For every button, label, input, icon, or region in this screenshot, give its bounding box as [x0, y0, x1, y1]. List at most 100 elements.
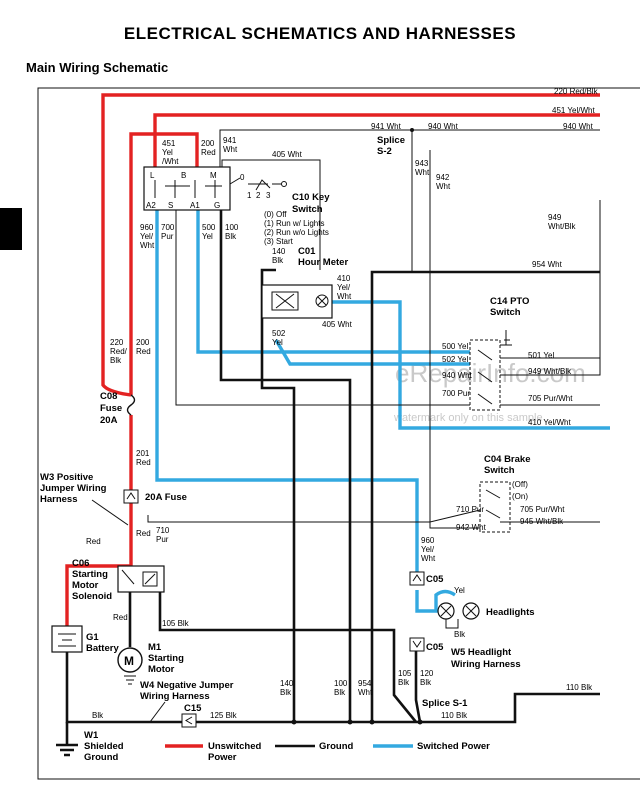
wire-502-yel: [274, 339, 470, 366]
key-switch-rotary-symbol: [229, 177, 282, 191]
label-960b: Yel/: [140, 232, 154, 241]
wire-942-wht: [429, 150, 480, 529]
label-red-2: Red: [136, 529, 151, 538]
headlights-ground-lead: [445, 619, 459, 629]
brake-label-2: Switch: [484, 465, 515, 476]
key-number-0: 0: [240, 173, 245, 182]
fuse-20a-label: 20A Fuse: [145, 492, 187, 503]
label-945r: 945 Wht/Blk: [520, 517, 564, 526]
key-terminal-a1: A1: [190, 201, 200, 210]
wire-960-yel-wht: [155, 210, 419, 572]
label-410c: Wht: [337, 292, 352, 301]
fuse-c08-label-1: C08: [100, 391, 117, 402]
label-705b: 705 Pur/Wht: [520, 505, 565, 514]
label-220b: Red/: [110, 347, 128, 356]
label-red-3: Red: [113, 613, 128, 622]
key-number-1: 1: [247, 191, 252, 200]
fuse-20a-connector: [123, 489, 139, 504]
battery-box: [51, 625, 83, 653]
hour-meter-hourglass-icon: [275, 293, 295, 309]
pto-label-1: C14 PTO: [490, 296, 529, 307]
w1-label-2: Shielded: [84, 741, 124, 752]
label-410r: 410 Yel/Wht: [528, 418, 571, 427]
key-switch-connector: [143, 166, 231, 211]
label-941: 941: [223, 136, 237, 145]
fuse-20a-chevron-icon: [126, 492, 136, 500]
key-position-3: (3) Start: [264, 237, 294, 246]
label-405b: 405 Wht: [322, 320, 353, 329]
label-949r: 949 Wht/Blk: [528, 367, 572, 376]
label-960lc: Wht: [421, 554, 436, 563]
page-tab-marker: [0, 208, 22, 250]
wire-200-red: [129, 132, 199, 395]
label-140l: 140: [280, 679, 294, 688]
key-position-1: (1) Run w/ Lights: [264, 219, 324, 228]
brake-on-label: (On): [512, 492, 528, 501]
label-954lb: Wht: [358, 688, 373, 697]
label-blk: Blk: [454, 630, 466, 639]
label-942r: 942 Wht: [456, 523, 487, 532]
fuse-c08-label-2: Fuse: [100, 403, 122, 414]
label-yel: Yel: [454, 586, 465, 595]
wire-220-red-blk: [101, 93, 600, 397]
headlight-right-cross: [465, 605, 477, 617]
label-red-1: Red: [86, 537, 101, 546]
label-941-top: 941 Wht: [371, 122, 402, 131]
legend-switched-label: Switched Power: [417, 741, 490, 752]
label-451-top: 451 Yel/Wht: [552, 106, 595, 115]
label-451: 451: [162, 139, 176, 148]
label-943: 943: [415, 159, 429, 168]
pto-switch-actuator: [500, 330, 512, 346]
label-502b: Yel: [272, 338, 283, 347]
label-502r: 502 Yel: [442, 355, 468, 364]
wire-110-blk: [420, 692, 600, 724]
wire-410-yel-wht: [330, 300, 610, 430]
c15-chevron-icon: [185, 716, 193, 725]
wire-500-yel: [196, 210, 470, 354]
w5-label-1: W5 Headlight: [451, 647, 512, 658]
c15-connector: [181, 713, 197, 728]
label-940r: 940 Wht: [442, 371, 473, 380]
w4-leader-line: [149, 701, 166, 723]
label-100: 100: [225, 223, 239, 232]
label-710b: Pur: [156, 535, 169, 544]
label-200c: 200: [136, 338, 150, 347]
label-140b: Blk: [272, 256, 284, 265]
legend-ground-label: Ground: [319, 741, 353, 752]
label-941b: Wht: [223, 145, 238, 154]
label-200b: Red: [201, 148, 216, 157]
key-terminal-m: M: [210, 171, 217, 180]
label-501r: 501 Yel: [528, 351, 554, 360]
label-700b: Pur: [161, 232, 174, 241]
wire-100-blk: [219, 210, 352, 722]
fuse-c08-label-3: 20A: [100, 415, 118, 426]
label-502: 502: [272, 329, 286, 338]
key-terminal-g: G: [214, 201, 220, 210]
wire-954-wht: [370, 270, 600, 722]
wire-140-blk: [260, 268, 296, 722]
w5-label-2: Wiring Harness: [451, 659, 521, 670]
label-140lb: Blk: [280, 688, 292, 697]
key-number-2: 2: [256, 191, 261, 200]
page-title: ELECTRICAL SCHEMATICS AND HARNESSES: [123, 24, 517, 43]
watermark-note: watermark only on this sample: [393, 412, 543, 424]
wire-710-pur: [147, 509, 481, 523]
label-943b: Wht: [415, 168, 430, 177]
label-940-top: 940 Wht: [563, 122, 594, 131]
battery-label-2: Battery: [86, 643, 119, 654]
brake-off-label: (Off): [512, 480, 528, 489]
wire-120-blk: [414, 640, 422, 723]
key-switch-pivot: [281, 181, 287, 187]
w4-label-2: Wiring Harness: [140, 691, 210, 702]
shielded-ground-icon: [56, 743, 78, 757]
wire-105-blk: [158, 590, 418, 723]
motor-m-glyph: M: [124, 654, 134, 668]
hour-meter-lamp-cross: [317, 296, 327, 306]
w1-label-1: W1: [84, 730, 99, 741]
wire-red-to-solenoid: [65, 503, 133, 626]
solenoid-box: [117, 565, 165, 593]
w1-label-3: Ground: [84, 752, 118, 763]
wire-451-yel-wht: [153, 113, 600, 167]
label-410b: Yel/: [337, 283, 351, 292]
label-140: 140: [272, 247, 286, 256]
